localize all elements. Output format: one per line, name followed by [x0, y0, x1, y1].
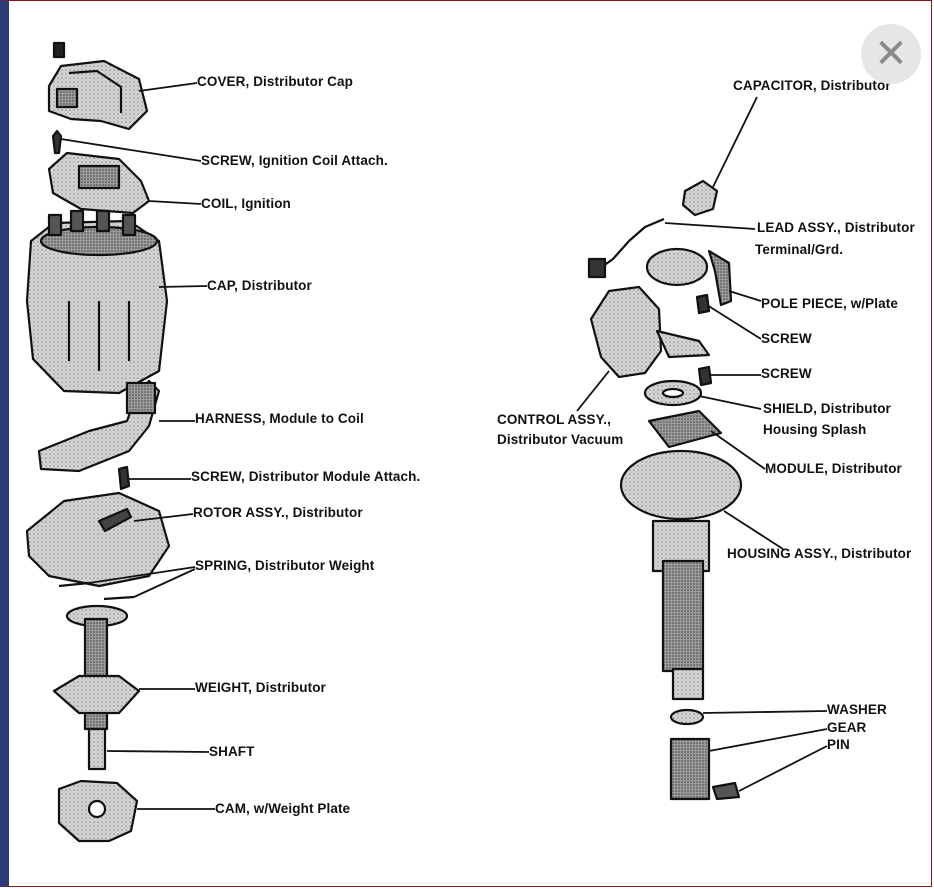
- label-cam: CAM, w/Weight Plate: [215, 801, 351, 816]
- cap-part: [25, 209, 169, 395]
- label-shield-2: Housing Splash: [763, 422, 867, 437]
- spring-part-1: [58, 581, 90, 588]
- label-control-1: CONTROL ASSY.,: [497, 412, 611, 427]
- label-pole-piece: POLE PIECE, w/Plate: [761, 296, 898, 311]
- screw-coil-part: [51, 129, 63, 155]
- label-housing: HOUSING ASSY., Distributor: [727, 546, 912, 561]
- label-washer: WASHER: [827, 702, 887, 717]
- distributor-exploded-diagram: [25, 41, 828, 843]
- rotor-part: [25, 491, 171, 588]
- label-shaft: SHAFT: [209, 744, 255, 759]
- washer-part: [669, 708, 705, 726]
- label-screw-r1: SCREW: [761, 331, 812, 346]
- pin-part: [711, 781, 741, 801]
- label-screw-r2: SCREW: [761, 366, 812, 381]
- label-capacitor: CAPACITOR, Distributor: [733, 78, 891, 93]
- label-module: MODULE, Distributor: [765, 461, 902, 476]
- label-lead-1: LEAD ASSY., Distributor: [757, 220, 915, 235]
- module-part: [647, 409, 723, 449]
- weight-shaft-part: [52, 604, 141, 771]
- housing-part: [619, 449, 743, 701]
- screw-module-part: [117, 465, 131, 491]
- label-screw-module: SCREW, Distributor Module Attach.: [191, 469, 421, 484]
- label-weight: WEIGHT, Distributor: [195, 680, 326, 695]
- label-shield-1: SHIELD, Distributor: [763, 401, 891, 416]
- gear-part: [669, 737, 711, 801]
- label-cover: COVER, Distributor Cap: [197, 74, 353, 89]
- cover-part: [47, 41, 149, 131]
- cam-part: [57, 779, 139, 843]
- label-lead-2: Terminal/Grd.: [755, 242, 844, 257]
- coil-part: [47, 151, 151, 215]
- pole-piece-part: [645, 247, 733, 307]
- label-gear: GEAR: [827, 720, 867, 735]
- close-icon: ✕: [874, 31, 908, 77]
- label-screw-coil: SCREW, Ignition Coil Attach.: [201, 153, 388, 168]
- harness-part: [37, 379, 161, 473]
- label-control-2: Distributor Vacuum: [497, 432, 624, 447]
- label-pin: PIN: [827, 737, 850, 752]
- vacuum-control-part: [589, 285, 711, 379]
- lead-assy-part: [598, 217, 665, 270]
- spring-part-2: [103, 595, 135, 601]
- label-rotor: ROTOR ASSY., Distributor: [193, 505, 363, 520]
- label-spring: SPRING, Distributor Weight: [195, 558, 375, 573]
- close-button[interactable]: ✕: [861, 24, 921, 84]
- label-harness: HARNESS, Module to Coil: [195, 411, 364, 426]
- label-cap: CAP, Distributor: [207, 278, 312, 293]
- label-coil: COIL, Ignition: [201, 196, 291, 211]
- capacitor-part: [681, 179, 719, 217]
